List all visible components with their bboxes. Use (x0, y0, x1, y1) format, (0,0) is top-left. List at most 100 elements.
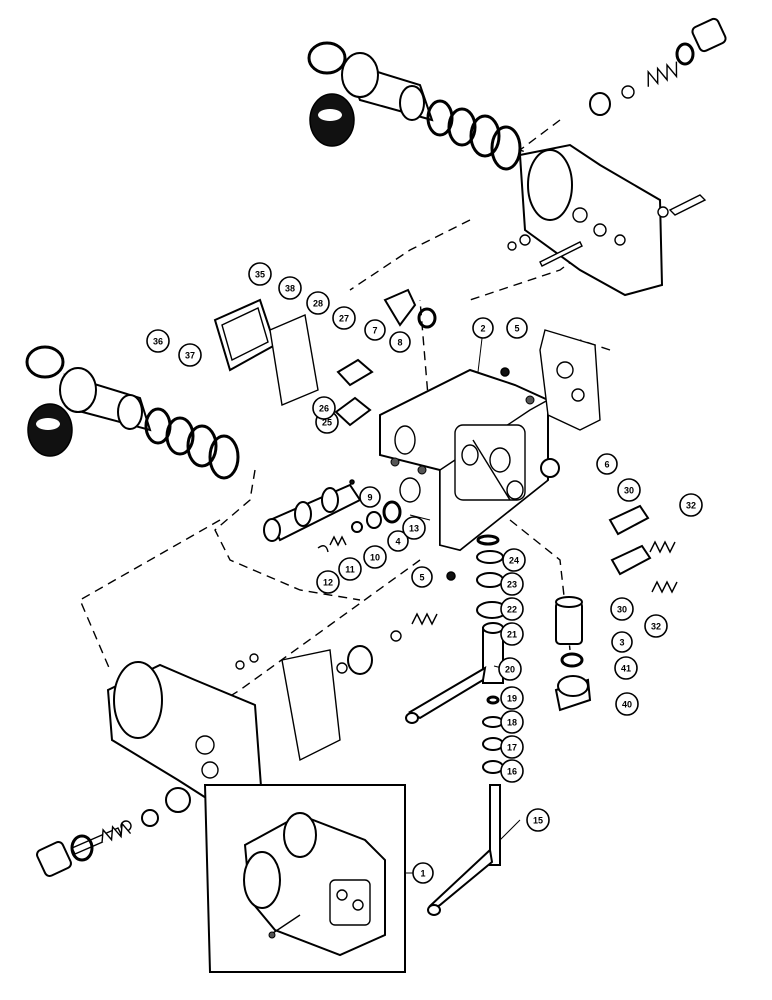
callout-number: 28 (313, 299, 323, 309)
callout-circle (500, 686, 524, 710)
callout-13: 13 (402, 516, 426, 540)
callout-circle (332, 306, 356, 330)
callout-number: 5 (419, 573, 424, 583)
callout-number: 30 (624, 486, 634, 496)
callout-number: 1 (420, 869, 425, 879)
callout-number: 20 (505, 665, 515, 675)
callout-6: 6 (596, 453, 618, 475)
callout-9: 9 (359, 486, 381, 508)
callout-circle (312, 396, 336, 420)
body-gasket (539, 329, 601, 431)
callout-3: 3 (611, 631, 633, 653)
callout-24: 24 (502, 548, 526, 572)
retainer-27 (336, 358, 374, 387)
callout-32a: 32 (679, 493, 703, 517)
callout-number: 24 (509, 556, 519, 566)
callout-circle (146, 329, 170, 353)
callout-11: 11 (338, 557, 362, 581)
callout-circle (526, 808, 550, 832)
callout-20: 20 (498, 657, 522, 681)
piston-spring-set (554, 504, 678, 712)
callout-number: 41 (621, 664, 631, 674)
callout-2: 2 (472, 317, 494, 339)
callout-circle (506, 317, 528, 339)
callout-22: 22 (500, 597, 524, 621)
callout-23: 23 (500, 572, 524, 596)
callout-circle (178, 343, 202, 367)
cover-gasket (269, 314, 319, 406)
callout-number: 4 (395, 537, 400, 547)
callout-circle (389, 331, 411, 353)
callout-1: 1 (412, 862, 434, 884)
callout-number: 11 (345, 565, 355, 575)
callout-number: 10 (370, 553, 380, 563)
callout-circle (338, 557, 362, 581)
callout-number: 5 (514, 324, 519, 334)
callout-number: 8 (397, 338, 402, 348)
callout-number: 21 (507, 630, 517, 640)
callout-circle (363, 545, 387, 569)
callout-number: 35 (255, 270, 265, 280)
callout-number: 13 (409, 524, 419, 534)
callout-circle (500, 759, 524, 783)
callout-circle (402, 516, 426, 540)
callout-number: 6 (604, 460, 609, 470)
callout-number: 16 (507, 767, 517, 777)
callout-circle (364, 319, 386, 341)
callout-circle (611, 631, 633, 653)
callout-17: 17 (500, 735, 524, 759)
callout-circle (316, 570, 340, 594)
callout-30b: 30 (610, 597, 634, 621)
callout-circle (412, 862, 434, 884)
callout-number: 15 (533, 816, 543, 826)
callout-circle (500, 710, 524, 734)
callout-circle (644, 614, 668, 638)
callout-circle (500, 572, 524, 596)
callout-labels: 1234556789101112131516171819202122232425… (146, 262, 703, 884)
callout-circle (387, 530, 409, 552)
callout-number: 32 (686, 501, 696, 511)
callout-circle (500, 622, 524, 646)
callout-circle (617, 478, 641, 502)
callout-number: 40 (622, 700, 632, 710)
callout-number: 19 (507, 694, 517, 704)
callout-number: 25 (322, 418, 332, 428)
callout-number: 37 (185, 351, 195, 361)
callout-36: 36 (146, 329, 170, 353)
callout-circle (615, 692, 639, 716)
lever-shafts (405, 534, 508, 916)
callout-number: 22 (507, 605, 517, 615)
callout-5a: 5 (506, 317, 528, 339)
callout-7: 7 (364, 319, 386, 341)
callout-circle (248, 262, 272, 286)
callout-number: 2 (480, 324, 485, 334)
callout-circle (500, 735, 524, 759)
callout-15: 15 (526, 808, 550, 832)
callout-16: 16 (500, 759, 524, 783)
valve-body (379, 368, 549, 552)
callout-41: 41 (614, 656, 638, 680)
callout-number: 30 (617, 605, 627, 615)
callout-40: 40 (615, 692, 639, 716)
callout-number: 3 (619, 638, 624, 648)
callout-number: 17 (507, 743, 517, 753)
callout-8: 8 (389, 331, 411, 353)
retainer-25 (334, 396, 372, 427)
callout-circle (411, 566, 433, 588)
callout-19: 19 (500, 686, 524, 710)
lower-valve-assembly (36, 612, 438, 877)
callout-27: 27 (332, 306, 356, 330)
callout-38: 38 (278, 276, 302, 300)
callout-35: 35 (248, 262, 272, 286)
callout-circle (306, 291, 330, 315)
callout-circle (472, 317, 494, 339)
callout-number: 12 (323, 578, 333, 588)
callout-circle (500, 597, 524, 621)
callout-circle (679, 493, 703, 517)
callout-32b: 32 (644, 614, 668, 638)
callout-circle (502, 548, 526, 572)
callout-number: 26 (319, 404, 329, 414)
left-spool-assembly (25, 345, 240, 480)
callout-4: 4 (387, 530, 409, 552)
